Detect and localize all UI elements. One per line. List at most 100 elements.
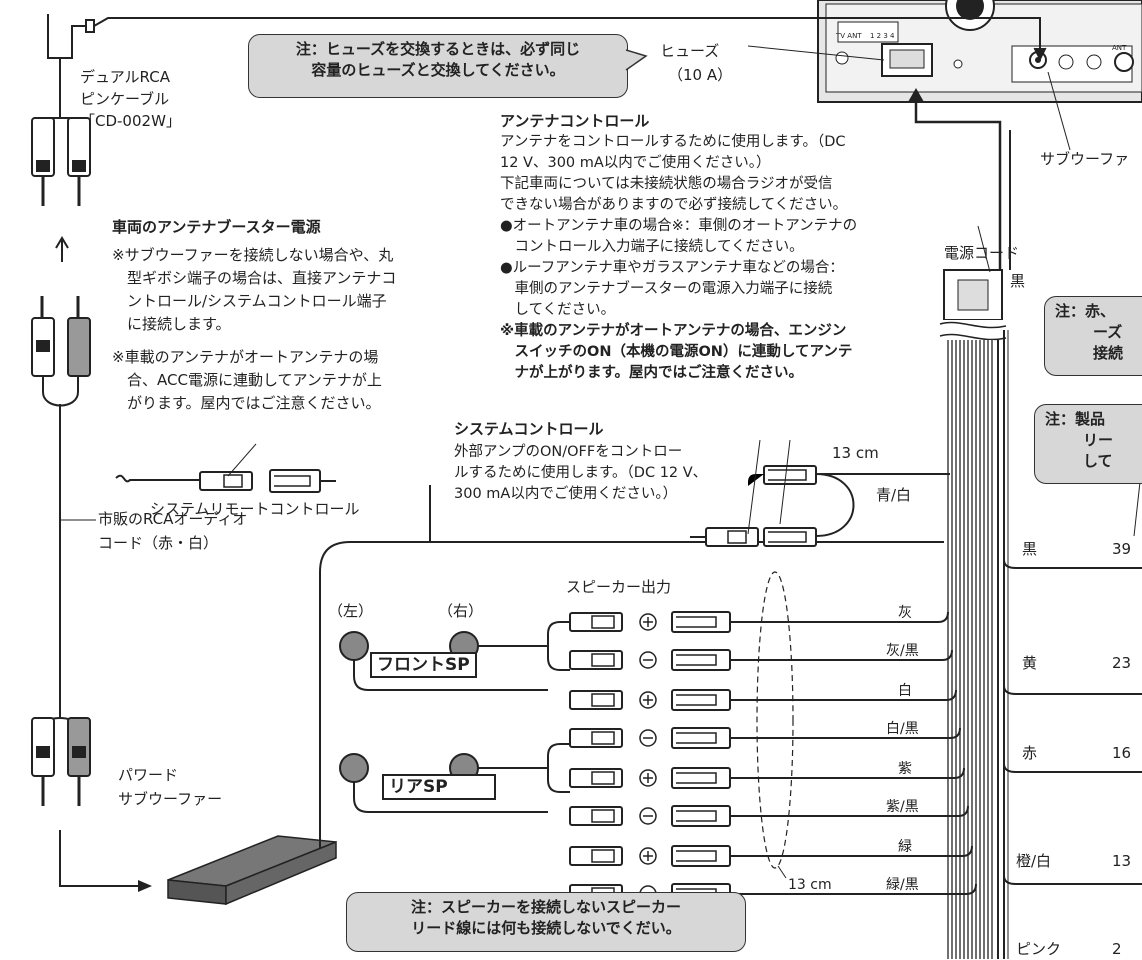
head-unit-ant: ANT bbox=[1112, 44, 1127, 52]
speaker-plug-right-inner bbox=[676, 810, 717, 822]
antenna-line: 車側のアンテナブースターの電源入力端子に接続 bbox=[500, 281, 833, 297]
speaker-wire-label: 白 bbox=[898, 683, 912, 699]
right-note-2-line: リー bbox=[1083, 431, 1114, 449]
speaker-plug-left-inner bbox=[591, 771, 615, 785]
system-control-line: 300 mA以内でご使用ください。） bbox=[454, 486, 678, 502]
speaker-note-line1: 注：スピーカーを接続しないスピーカー bbox=[410, 898, 681, 916]
speaker-plug-left-inner bbox=[591, 849, 615, 863]
speaker-plug-right-inner bbox=[676, 616, 717, 628]
head-unit-pins: 1 2 3 4 bbox=[870, 32, 895, 40]
power-wire-color: 赤 bbox=[1022, 744, 1038, 762]
system-control-title: システムコントロール bbox=[454, 420, 604, 438]
speaker-wire-label: 白/黒 bbox=[886, 721, 919, 737]
booster-note-line: に接続します。 bbox=[112, 315, 231, 333]
antenna-line: 下記車両については未接続状態の場合ラジオが受信 bbox=[500, 176, 833, 192]
right-note-1-line: 接続 bbox=[1093, 344, 1124, 362]
antenna-bold-line: ナが上がります。屋内ではご注意ください。 bbox=[500, 365, 804, 381]
power-cord-label: 電源コード bbox=[944, 244, 1020, 262]
rca-pair-lower bbox=[31, 717, 152, 892]
right-note-1: 注：赤、 ーズ 接続 bbox=[1044, 296, 1142, 376]
booster-note1: ※サブウーファーを接続しない場合や、丸 型ギボシ端子の場合は、直接アンテナコ ン… bbox=[112, 244, 396, 336]
speaker-wire-label: 灰/黒 bbox=[886, 643, 919, 659]
speaker-wire bbox=[730, 611, 949, 623]
speaker-wire bbox=[730, 805, 969, 817]
booster-note-line: 合、ACC電源に連動してアンテナが上 bbox=[112, 371, 382, 389]
antenna-line: コントロール入力端子に接続してください。 bbox=[500, 239, 804, 255]
speaker-plug-right-inner bbox=[676, 772, 717, 784]
speaker-output-title: スピーカー出力 bbox=[566, 578, 672, 596]
fuse-note: 注：ヒューズを交換するときは、必ず同じ 容量のヒューズと交換してください。 bbox=[248, 34, 628, 98]
power-cord-up bbox=[908, 71, 1071, 273]
booster-note2: ※車載のアンテナがオートアンテナの場 合、ACC電源に連動してアンテナが上 がり… bbox=[112, 346, 382, 415]
speaker-plug-right-inner bbox=[676, 850, 717, 862]
speaker-plug-right bbox=[671, 805, 731, 827]
speaker-plug-right bbox=[671, 611, 731, 633]
booster-note-line: ※サブウーファーを接続しない場合や、丸 bbox=[112, 246, 394, 264]
power-wire-color: 橙/白 bbox=[1016, 852, 1052, 870]
speaker-wire bbox=[730, 649, 953, 661]
speaker-wire bbox=[730, 883, 977, 895]
system-control-line: 外部アンプのON/OFFをコントロー bbox=[454, 444, 683, 460]
speaker-loop bbox=[319, 541, 950, 848]
system-control-body: 外部アンプのON/OFFをコントロー ルするために使用します。（DC 12 V、… bbox=[454, 442, 707, 505]
rca-cable-label-1: デュアルRCA bbox=[80, 68, 170, 86]
rca-cable-label-2: ピンケーブル bbox=[80, 90, 170, 108]
speaker-plug-right bbox=[671, 649, 731, 671]
rca-cable-label-3: 「CD-002W」 bbox=[80, 112, 181, 130]
antenna-line: アンテナをコントロールするために使用します。（DC bbox=[500, 134, 846, 150]
rca-pair-upper bbox=[31, 98, 91, 262]
power-wire-value: 39 bbox=[1112, 540, 1132, 558]
fuse-note-line1: 注：ヒューズを交換するときは、必ず同じ bbox=[295, 40, 581, 58]
antenna-line: ●ルーフアンテナ車やガラスアンテナ車などの場合： bbox=[500, 260, 844, 276]
speaker-wire-label: 紫/黒 bbox=[886, 799, 919, 815]
speaker-plug-right bbox=[671, 845, 731, 867]
fuse-label: ヒューズ bbox=[660, 42, 720, 60]
system-control-length: 13 cm bbox=[832, 444, 879, 462]
subwoofer-top-label: サブウーファ bbox=[1040, 150, 1130, 168]
power-wire-color: ピンク bbox=[1016, 940, 1062, 958]
power-wire-value: 2 bbox=[1112, 940, 1122, 958]
antenna-control-body: アンテナをコントロールするために使用します。（DC 12 V、300 mA以内で… bbox=[500, 132, 857, 384]
speaker-wire bbox=[730, 845, 973, 857]
right-note-2: 注：製品 リー して bbox=[1034, 404, 1142, 484]
power-cord-ground: 黒 bbox=[1010, 272, 1026, 290]
speaker-note-line2: リード線には何も接続しないでくだい。 bbox=[411, 919, 681, 937]
booster-note-line: ントロール/システムコントロール端子 bbox=[112, 292, 387, 310]
speaker-wire bbox=[730, 767, 965, 779]
power-wire-color: 黒 bbox=[1022, 540, 1038, 558]
power-wire-value: 23 bbox=[1112, 654, 1132, 672]
subwoofer-label-2: サブウーファー bbox=[118, 790, 223, 808]
dashed-bundle-marker bbox=[756, 571, 794, 869]
speaker-plug-right-inner bbox=[676, 732, 717, 744]
fuse-rating: （10 A） bbox=[668, 66, 733, 84]
speaker-wire bbox=[730, 727, 961, 739]
antenna-line: してください。 bbox=[500, 302, 616, 318]
speaker-plug-right bbox=[671, 727, 731, 749]
speaker-note: 注：スピーカーを接続しないスピーカー リード線には何も接続しないでくだい。 bbox=[346, 892, 746, 952]
subwoofer-label-1: パワード bbox=[118, 766, 179, 784]
speaker-plug-left-inner bbox=[591, 615, 615, 629]
rca-audio-label-2: コード（赤・白） bbox=[98, 534, 219, 552]
speaker-wire-label: 緑 bbox=[898, 839, 912, 855]
power-wire-value: 13 bbox=[1112, 852, 1132, 870]
system-control-line: ルするために使用します。（DC 12 V、 bbox=[454, 465, 708, 481]
booster-title: 車両のアンテナブースター電源 bbox=[112, 218, 321, 236]
speaker-wire-label: 紫 bbox=[898, 761, 912, 777]
head-unit bbox=[817, 0, 1142, 103]
speaker-wire-label: 灰 bbox=[898, 605, 912, 621]
speaker-length: 13 cm bbox=[788, 877, 832, 893]
speaker-wire bbox=[730, 689, 957, 701]
system-control-wire-color: 青/白 bbox=[876, 486, 912, 504]
front-sp-label: フロントSP bbox=[370, 652, 477, 679]
right-note-1-line: ーズ bbox=[1093, 323, 1123, 341]
system-remote-label: システムリモートコントロール bbox=[150, 500, 360, 518]
speaker-plug-left-inner bbox=[591, 693, 615, 707]
antenna-bold-line: スイッチのON（本機の電源ON）に連動してアンテ bbox=[500, 344, 853, 360]
speaker-left-label: （左） bbox=[328, 602, 374, 620]
speaker-plug-right bbox=[671, 689, 731, 711]
speaker-plug-left-inner bbox=[591, 653, 615, 667]
booster-note-line: 型ギボシ端子の場合は、直接アンテナコ bbox=[112, 269, 397, 287]
antenna-line: ●オートアンテナ車の場合※：車側のオートアンテナの bbox=[500, 218, 858, 234]
